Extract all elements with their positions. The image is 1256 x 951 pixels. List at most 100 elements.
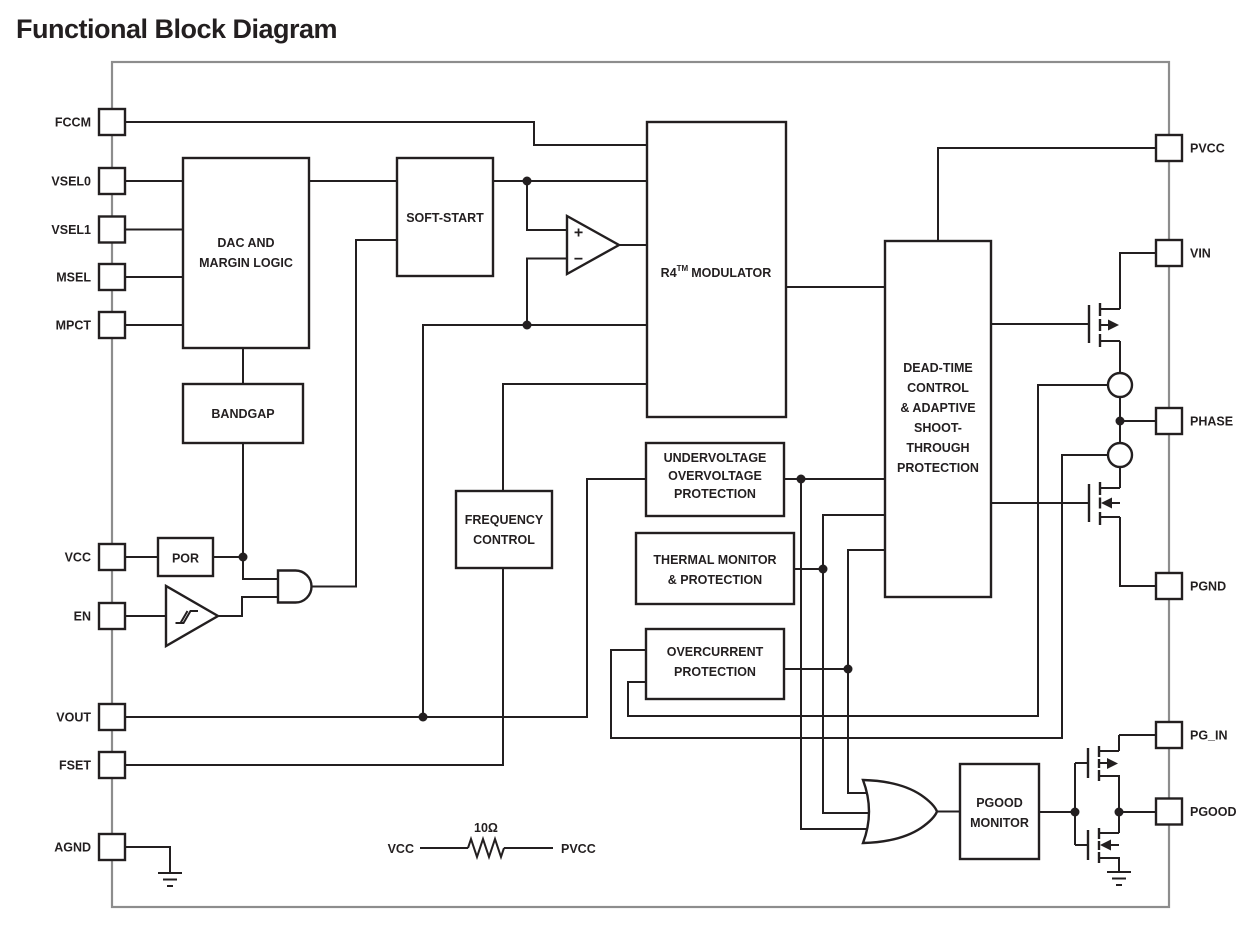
- pin-fset: FSET: [59, 750, 127, 780]
- block-uv-ov-protection: UNDERVOLTAGE OVERVOLTAGE PROTECTION: [644, 441, 786, 518]
- bandgap-label: BANDGAP: [211, 407, 274, 421]
- overcurrent-label-line2: PROTECTION: [674, 665, 756, 679]
- net-pgin: [1118, 734, 1156, 751]
- net-vin-drain: [1119, 252, 1156, 309]
- junction-dot: [238, 552, 248, 562]
- junction-dot: [843, 664, 853, 674]
- pin-label: VOUT: [56, 711, 91, 725]
- frequency-box: [454, 489, 554, 570]
- r4-suffix: MODULATOR: [691, 266, 771, 280]
- or-gate-icon: [861, 778, 939, 845]
- right-pins: PVCC VIN PHASE PGND PG_IN PGOOD: [1154, 133, 1237, 826]
- pgood-monitor-label-line1: PGOOD: [976, 796, 1023, 810]
- pin-label: VSEL1: [51, 223, 91, 237]
- overcurrent-box: [644, 627, 786, 701]
- net-vout: [125, 478, 646, 718]
- schmitt-triangle: [164, 583, 221, 649]
- pin-square: [1154, 571, 1184, 601]
- net-phase: [1119, 397, 1156, 443]
- pin-mpct: MPCT: [56, 310, 127, 340]
- pin-label: PGOOD: [1190, 805, 1237, 819]
- pin-label: AGND: [54, 841, 91, 855]
- net-pgoodmonitor-gates: [1039, 762, 1088, 846]
- bandgap-box: [181, 382, 305, 445]
- pin-square: [1154, 406, 1184, 436]
- pin-square: [1154, 720, 1184, 750]
- comparator-plus: +: [574, 225, 583, 242]
- dead-time-label-line2: CONTROL: [907, 381, 969, 395]
- dead-time-label-line1: DEAD-TIME: [903, 361, 972, 375]
- highside-mosfet-icon: [1087, 303, 1120, 347]
- dead-time-label-line4: SHOOT-: [914, 421, 962, 435]
- dac-box: [181, 156, 311, 350]
- thermal-label-line2: & PROTECTION: [668, 573, 762, 587]
- net-overcurrent-out: [784, 549, 885, 794]
- pin-label: VCC: [65, 551, 91, 565]
- net-agnd: [125, 846, 171, 873]
- pin-vin: VIN: [1154, 238, 1211, 268]
- junction-dot: [522, 176, 532, 186]
- pin-label: PHASE: [1190, 415, 1233, 429]
- block-soft-start: SOFT-START: [395, 156, 495, 278]
- dac-label-line2: MARGIN LOGIC: [199, 256, 293, 270]
- por-box: [156, 536, 215, 578]
- block-overcurrent-protection: OVERCURRENT PROTECTION: [644, 627, 786, 701]
- pin-label: FCCM: [55, 116, 91, 130]
- uvov-label-line3: PROTECTION: [674, 487, 756, 501]
- pin-phase: PHASE: [1154, 406, 1233, 436]
- pin-pg-in: PG_IN: [1154, 720, 1228, 750]
- pin-pvcc: PVCC: [1154, 133, 1225, 163]
- resistor-icon: [467, 835, 505, 861]
- pin-en: EN: [74, 601, 127, 631]
- pin-square: [97, 832, 127, 862]
- pin-vsel1: VSEL1: [51, 215, 127, 244]
- pgood-monitor-label-line2: MONITOR: [970, 816, 1029, 830]
- junction-dot: [796, 474, 806, 484]
- pgood-upper-mosfet-icon: [1086, 746, 1119, 781]
- soft-start-box: [395, 156, 495, 278]
- block-bandgap: BANDGAP: [181, 382, 305, 445]
- pin-square: [97, 601, 127, 631]
- pin-label: FSET: [59, 759, 91, 773]
- resistor-value-label: 10Ω: [474, 821, 498, 835]
- net-fset-frequency: [125, 383, 647, 766]
- pin-label: PVCC: [1190, 142, 1225, 156]
- hysteresis-glyph: [175, 610, 198, 624]
- current-sense-lower-icon: [1106, 441, 1134, 469]
- pin-label: PGND: [1190, 580, 1226, 594]
- pin-label: MSEL: [56, 271, 91, 285]
- dead-time-label-line6: PROTECTION: [897, 461, 979, 475]
- uvov-label-line2: OVERVOLTAGE: [668, 469, 762, 483]
- junction-dot: [1115, 416, 1125, 426]
- pin-vsel0: VSEL0: [51, 166, 127, 196]
- pgood-lower-mosfet-icon: [1086, 828, 1119, 863]
- block-dead-time-control: DEAD-TIME CONTROL & ADAPTIVE SHOOT- THRO…: [883, 239, 993, 599]
- net-sense-upper-ocp: [627, 384, 1108, 717]
- pin-msel: MSEL: [56, 262, 127, 292]
- mosfet-arrow: [1107, 758, 1118, 769]
- block-thermal-monitor: THERMAL MONITOR & PROTECTION: [634, 531, 796, 606]
- pin-pgnd: PGND: [1154, 571, 1226, 601]
- pin-fccm: FCCM: [55, 107, 127, 137]
- or-gate-shape: [861, 778, 939, 845]
- dac-label-line1: DAC AND: [217, 236, 274, 250]
- lowside-mosfet-icon: [1087, 482, 1120, 525]
- vcc-pvcc-resistor-note: VCC 10Ω PVCC: [388, 821, 596, 861]
- soft-start-label: SOFT-START: [406, 211, 484, 225]
- pin-agnd: AGND: [54, 832, 127, 862]
- junction-dots: [238, 176, 1125, 817]
- mosfet-arrow: [1100, 839, 1111, 851]
- net-and-softstart: [312, 239, 397, 588]
- junction-dot: [1070, 807, 1080, 817]
- r4-trademark: TM: [677, 264, 689, 273]
- block-dac-margin-logic: DAC AND MARGIN LOGIC: [181, 156, 311, 350]
- pin-square: [97, 750, 127, 780]
- pin-label: MPCT: [56, 319, 92, 333]
- junction-dot: [1114, 807, 1124, 817]
- r4-box: [645, 120, 788, 419]
- frequency-label-line2: CONTROL: [473, 533, 535, 547]
- page-title: Functional Block Diagram: [16, 14, 337, 44]
- pgood-monitor-box: [958, 762, 1041, 861]
- pin-square: [97, 107, 127, 137]
